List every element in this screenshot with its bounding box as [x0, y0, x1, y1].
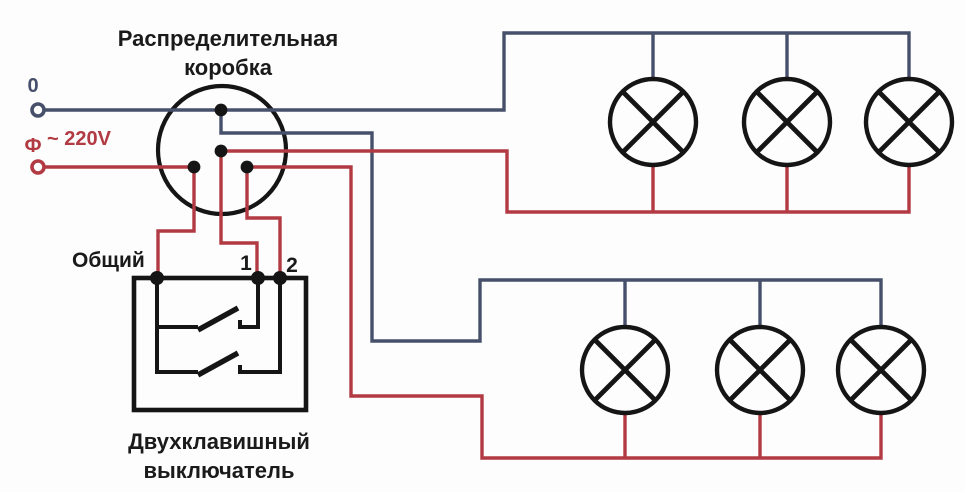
lamp-cross-icon: [876, 89, 942, 155]
lamp-cross-icon: [727, 337, 793, 403]
switch-common-label: Общий: [72, 249, 145, 272]
switch-contact-2: [238, 280, 282, 374]
supply-terminals: [30, 102, 46, 175]
junction-dots: [187, 103, 254, 174]
lamp-circle: [607, 76, 699, 168]
lamp: [863, 76, 955, 168]
lamp-cross-icon: [620, 89, 686, 155]
junction-dot-phase-in: [187, 160, 201, 174]
switch-body: [131, 275, 309, 413]
switch-label: Двухклавишный выключатель: [128, 429, 310, 483]
switch-terminal-1-label: 1: [240, 252, 252, 275]
switch-terminal2-to-box: [245, 167, 282, 276]
switch-terminal1-to-box: [219, 151, 259, 276]
lamp-circle: [579, 324, 671, 416]
lamp-circle: [741, 76, 833, 168]
neutral-terminal-label: 0: [27, 75, 39, 97]
phase-terminal-ring: [30, 159, 46, 175]
switch-terminal-2: [273, 271, 287, 285]
switch-contact-1: [238, 280, 260, 329]
switch-blade-1: [196, 305, 240, 333]
switch-terminal-common: [150, 271, 164, 285]
lamp-circle: [863, 76, 955, 168]
lamp-cross-icon: [754, 89, 820, 155]
neutral-terminal-ring: [30, 102, 46, 118]
phase-wiring: [44, 149, 911, 460]
lamp-group-1: [607, 76, 955, 168]
lamp-group-2: [579, 324, 927, 416]
switch-common-bus: [155, 280, 198, 374]
phase-terminal-label: Ф: [24, 135, 42, 157]
phase-group2-rail: [247, 165, 883, 460]
switch-blade-2: [196, 350, 240, 378]
junction-box-label: Распределительная коробка: [117, 26, 339, 80]
junction-dot-group1: [214, 144, 228, 158]
neutral-wiring: [44, 31, 911, 343]
phase-group1-rail: [221, 149, 911, 214]
switch: [131, 271, 309, 413]
lamp-cross-icon: [592, 337, 658, 403]
junction-dot-group2: [240, 160, 254, 174]
neutral-branch-wire: [219, 110, 883, 343]
switch-terminal-1: [251, 271, 265, 285]
junction-dot-neutral: [214, 103, 228, 117]
lamp-circle: [835, 324, 927, 416]
lamp: [741, 76, 833, 168]
lamp-cross-icon: [848, 337, 914, 403]
lamp: [607, 76, 699, 168]
lamp-circle: [714, 324, 806, 416]
lamp: [714, 324, 806, 416]
neutral-main-wire: [44, 31, 911, 112]
voltage-label: ~ 220V: [47, 128, 111, 150]
lamp: [835, 324, 927, 416]
phase-to-switch-common: [156, 167, 196, 276]
lamp: [579, 324, 671, 416]
switch-terminal-2-label: 2: [286, 254, 298, 277]
